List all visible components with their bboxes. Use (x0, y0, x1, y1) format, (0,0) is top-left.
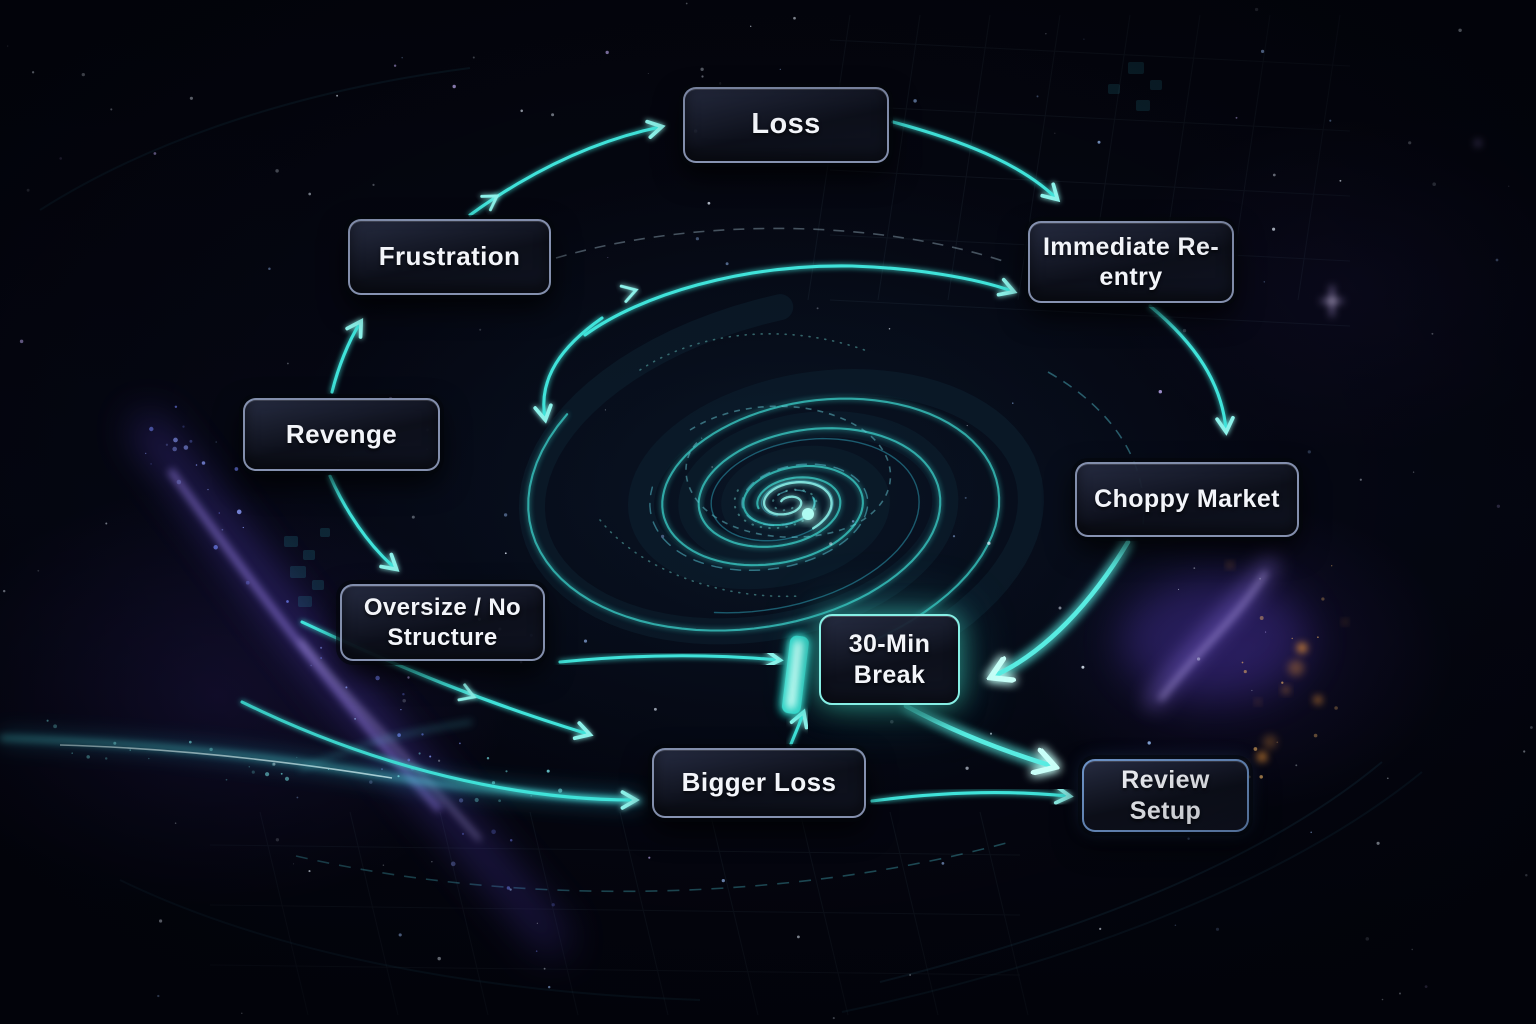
edge-immediate-choppy (1148, 304, 1226, 430)
nebula-lightning (0, 719, 643, 807)
node-review-setup: Review Setup (1082, 759, 1249, 832)
sparkle-star (1321, 140, 1481, 316)
edge-frustration-loss (468, 127, 660, 217)
edge-break-review (903, 703, 1052, 766)
node-loss: Loss (683, 87, 889, 163)
edge-inner-immediate-chevron (619, 284, 639, 303)
edge-inner-left (544, 316, 604, 418)
node-bigger-loss: Bigger Loss (652, 748, 866, 818)
edge-biggerloss-review (870, 793, 1068, 801)
edge-revenge-oversize (328, 474, 395, 568)
edge-inner-immediate (583, 264, 1012, 337)
node-choppy-market-label: Choppy Market (1094, 485, 1280, 514)
edge-choppy-break (994, 539, 1131, 676)
nebula-right (1120, 553, 1347, 779)
background-grid (209, 14, 1351, 1016)
node-choppy-market: Choppy Market (1075, 462, 1299, 537)
nebula-left (129, 405, 571, 959)
node-frustration-label: Frustration (378, 241, 521, 272)
edge-revenge-frustration (330, 323, 360, 394)
node-bigger-loss-label: Bigger Loss (681, 767, 837, 798)
node-immediate-reentry: Immediate Re-entry (1028, 221, 1234, 303)
node-loss-label: Loss (751, 108, 821, 141)
edge-loss-immediate (891, 120, 1056, 198)
faint-arcs (39, 67, 1423, 1013)
node-review-setup-label: Review Setup (1121, 766, 1210, 825)
edge-biggerloss-break (789, 714, 803, 746)
edge-arrows (240, 120, 1226, 801)
edge-oversize-biggerloss-chevron (457, 683, 477, 702)
edge-oversize-biggerloss-upper (300, 620, 588, 734)
edge-frustration-loss-chevron (480, 194, 500, 212)
mosaic-tiles (284, 62, 1162, 607)
node-oversize-no-structure-label: Oversize / No Structure (363, 594, 522, 651)
node-thirty-min-break: 30-Min Break (819, 614, 960, 705)
spiral-ribbons (518, 294, 1044, 656)
node-oversize-no-structure: Oversize / No Structure (340, 584, 545, 661)
dashed-guide-arcs (295, 227, 1145, 893)
edge-oversize-biggerloss-lower (240, 700, 634, 800)
break-glow-bar (782, 635, 809, 714)
spiral-vortex (527, 397, 1001, 645)
node-thirty-min-break-label: 30-Min Break (848, 630, 931, 689)
node-immediate-reentry-label: Immediate Re-entry (1042, 232, 1220, 292)
node-revenge: Revenge (243, 398, 440, 471)
node-revenge-label: Revenge (285, 418, 398, 449)
edge-oversize-break (558, 656, 778, 662)
vortex-core (802, 508, 814, 520)
node-frustration: Frustration (348, 219, 551, 295)
